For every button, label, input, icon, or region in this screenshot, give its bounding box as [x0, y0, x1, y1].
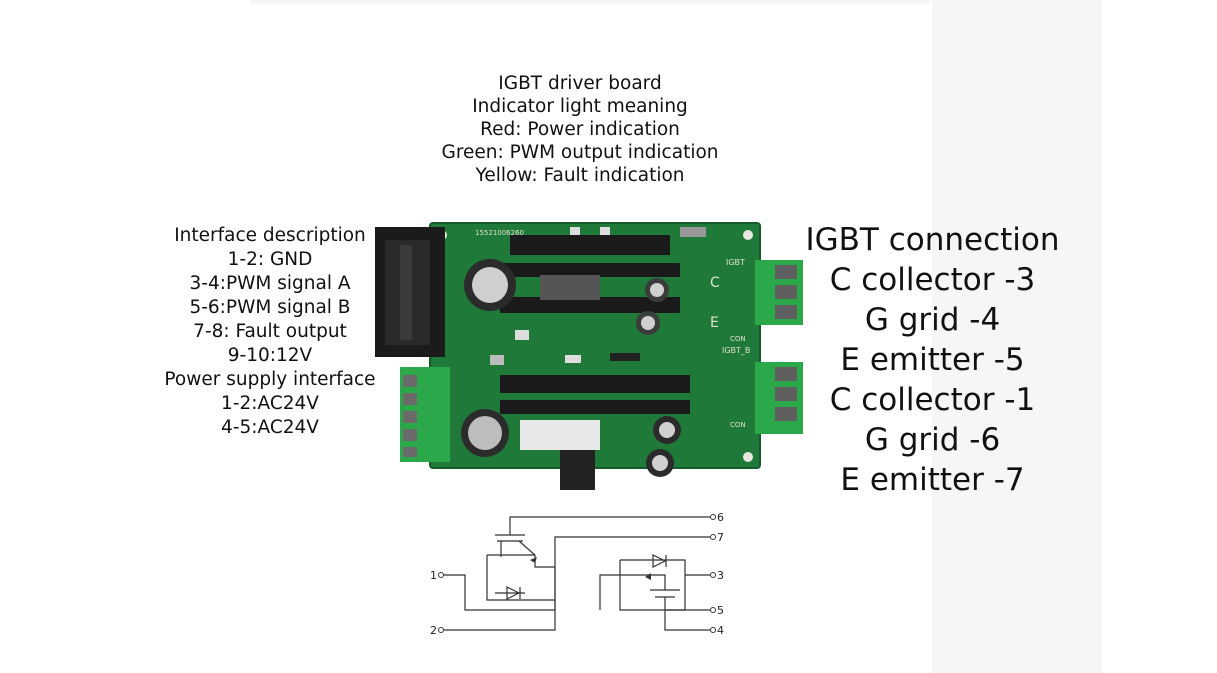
pin-label-4: 4 — [717, 624, 724, 637]
terminal-screw — [775, 285, 797, 299]
interface-line: 7-8: Fault output — [193, 321, 347, 342]
pin-label-7: 7 — [717, 531, 724, 544]
con-silk-label: CON — [730, 421, 746, 429]
smd-component — [570, 227, 580, 235]
resistor — [515, 330, 529, 340]
igbt-line: G grid -6 — [864, 422, 1001, 458]
indicator-line: Green: PWM output indication — [441, 142, 719, 163]
igbt-schematic: 6 7 3 5 4 1 2 — [430, 511, 724, 637]
capacitor-small-top — [641, 316, 655, 330]
interface-line: Power supply interface — [164, 369, 376, 390]
right-igbt-inner — [640, 574, 666, 590]
pin-label-5: 5 — [717, 604, 724, 617]
mounting-hole — [743, 452, 753, 462]
interface-line: 1-2:AC24V — [221, 393, 319, 414]
terminal-screw — [775, 407, 797, 421]
crystal — [490, 355, 504, 365]
top-faint-band — [250, 0, 930, 6]
driver-board-photo: 15521006260 — [375, 222, 803, 490]
wire-pin-7 — [554, 536, 710, 567]
terminal-node — [438, 572, 444, 578]
right-diode-icon — [652, 554, 667, 568]
igbt-b-label: IGBT_B — [722, 346, 750, 355]
terminal-screw — [775, 305, 797, 319]
igbt-line: E emitter -7 — [840, 462, 1025, 498]
terminal-node — [710, 572, 716, 578]
heatsink-bottom-base — [520, 420, 600, 450]
collector-silk-label: C — [710, 275, 720, 291]
interface-line: 1-2: GND — [227, 249, 313, 270]
interface-description: Interface description 1-2: GND 3-4:PWM s… — [150, 224, 390, 440]
capacitor-small-top — [659, 422, 675, 438]
terminal-screw — [775, 367, 797, 381]
regulator — [560, 450, 595, 490]
indicator-line: Yellow: Fault indication — [475, 165, 685, 186]
emitter-silk-label: E — [710, 315, 719, 331]
interface-line: 3-4:PWM signal A — [189, 273, 351, 294]
wire-pin-6 — [509, 516, 710, 520]
indicator-line: Indicator light meaning — [472, 96, 688, 117]
igbt-line: C collector -3 — [829, 262, 1036, 298]
heatsink-top-fin — [510, 235, 670, 255]
left-diode-icon — [506, 586, 521, 600]
pin-label-2: 2 — [430, 624, 437, 637]
wire-pin-4 — [664, 597, 710, 631]
terminal-screw — [403, 411, 417, 423]
transformer — [540, 275, 600, 300]
ic-chip — [610, 353, 640, 361]
igbt-line: C collector -1 — [829, 382, 1036, 418]
interface-line: 5-6:PWM signal B — [189, 297, 351, 318]
terminal-screw — [403, 447, 417, 457]
capacitor-top — [468, 416, 502, 450]
terminal-screw — [403, 429, 417, 441]
pin-label-6: 6 — [717, 511, 724, 524]
pin-label-1: 1 — [430, 569, 437, 582]
resistor — [565, 355, 581, 363]
indicator-line: IGBT driver board — [498, 73, 662, 94]
right-emitter-arrow — [645, 573, 651, 580]
idc-header-pins — [400, 245, 412, 340]
terminal-screw — [403, 375, 417, 387]
indicator-description: IGBT driver board Indicator light meanin… — [420, 72, 740, 187]
interface-line: 9-10:12V — [227, 345, 313, 366]
igbt-connection-description: IGBT connection C collector -3 G grid -4… — [800, 220, 1065, 500]
terminal-node — [438, 627, 444, 633]
capacitor-small-top — [650, 283, 664, 297]
terminal-screw — [775, 265, 797, 279]
left-igbt-legs — [500, 540, 555, 568]
mounting-hole — [743, 230, 753, 240]
heatsink-bottom-fin — [500, 400, 690, 414]
heatsink-top-fin — [500, 297, 680, 313]
board-serial: 15521006260 — [475, 229, 524, 237]
capacitor-small-top — [652, 455, 668, 471]
igbt-a-label: IGBT — [726, 258, 745, 267]
smd-component — [600, 227, 610, 235]
smd-component — [680, 227, 706, 237]
interface-line: 4-5:AC24V — [221, 417, 319, 438]
igbt-line: G grid -4 — [864, 302, 1001, 338]
left-emitter-arrow — [530, 557, 537, 563]
igbt-line: IGBT connection — [805, 222, 1060, 258]
igbt-line: E emitter -5 — [840, 342, 1025, 378]
capacitor-top — [472, 267, 508, 303]
left-igbt-gate — [495, 520, 525, 542]
terminal-node — [710, 627, 716, 633]
terminal-node — [710, 607, 716, 613]
terminal-node — [710, 534, 716, 540]
bridge-wire — [599, 574, 640, 610]
wire-pin-2 — [443, 610, 556, 631]
interface-line: Interface description — [174, 225, 366, 246]
con-silk-label: CON — [730, 335, 746, 343]
terminal-screw — [775, 387, 797, 401]
indicator-line: Red: Power indication — [480, 119, 680, 140]
terminal-node — [710, 514, 716, 520]
pin-label-3: 3 — [717, 569, 724, 582]
heatsink-bottom-fin — [500, 375, 690, 393]
right-igbt-gate — [650, 589, 680, 598]
right-side-panel — [932, 0, 1102, 673]
terminal-screw — [403, 393, 417, 405]
heatsink-top-fin — [500, 263, 680, 277]
